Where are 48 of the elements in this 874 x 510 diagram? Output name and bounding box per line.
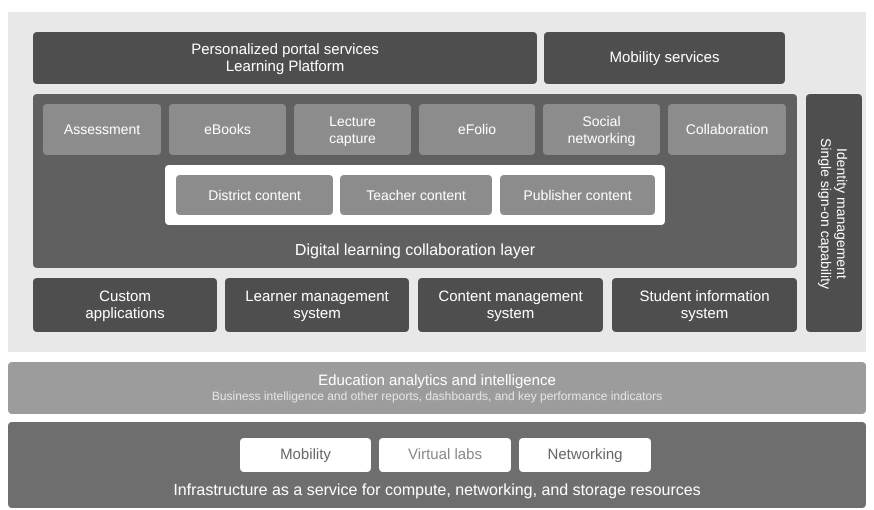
box-label: Custom applications — [84, 288, 166, 322]
system-box — [612, 278, 797, 332]
box-label: Digital learning collaboration layer — [294, 242, 536, 260]
box-label: Mobility services — [609, 49, 720, 67]
box-label: Student information system — [638, 288, 771, 322]
service-box — [544, 32, 785, 84]
box-label: eFolio — [458, 121, 496, 138]
box-subtitle: Learning Platform — [226, 58, 344, 76]
service-box — [240, 438, 371, 472]
box-label: Personalized portal services — [191, 40, 379, 58]
module-box — [668, 104, 786, 155]
box-label: eBooks — [204, 121, 251, 138]
layer-title: Education analytics and intelligence — [318, 372, 556, 390]
module-box — [169, 104, 286, 155]
box-label: Teacher content — [366, 186, 466, 204]
system-box — [225, 278, 409, 332]
box-label: Collaboration — [686, 121, 768, 138]
layer-band — [8, 362, 866, 414]
box-label: Identity management — [834, 148, 850, 278]
box-subtitle: Single sign-on capability — [818, 138, 834, 288]
content-box — [340, 175, 492, 215]
service-box — [519, 438, 651, 472]
box-label: Social networking — [566, 113, 636, 146]
service-box — [33, 32, 537, 84]
module-box — [294, 104, 411, 155]
module-box — [419, 104, 535, 155]
box-subtitle: Business intelligence and other reports, dashboards, and key performance indicators — [212, 390, 662, 404]
box-label: Networking — [547, 446, 623, 464]
content-box — [500, 175, 655, 215]
box-label: Virtual labs — [408, 446, 482, 464]
box-label: Infrastructure as a service for compute, networking, and storage resources — [172, 482, 702, 500]
module-box — [43, 104, 161, 155]
box-label: Content management system — [437, 288, 584, 322]
service-band — [806, 94, 862, 332]
layer-band — [8, 422, 866, 508]
box-label: Lecture capture — [328, 113, 377, 146]
system-box — [418, 278, 603, 332]
content-box — [176, 175, 333, 215]
box-label: District content — [208, 186, 301, 204]
box-label: Learner management system — [244, 288, 390, 322]
service-box — [379, 438, 511, 472]
module-box — [543, 104, 660, 155]
box-label: Assessment — [64, 121, 140, 138]
box-label: Publisher content — [523, 186, 632, 204]
layer-panel — [33, 94, 797, 268]
box-label: Mobility — [280, 446, 331, 464]
content-panel — [165, 165, 665, 225]
system-box — [33, 278, 217, 332]
